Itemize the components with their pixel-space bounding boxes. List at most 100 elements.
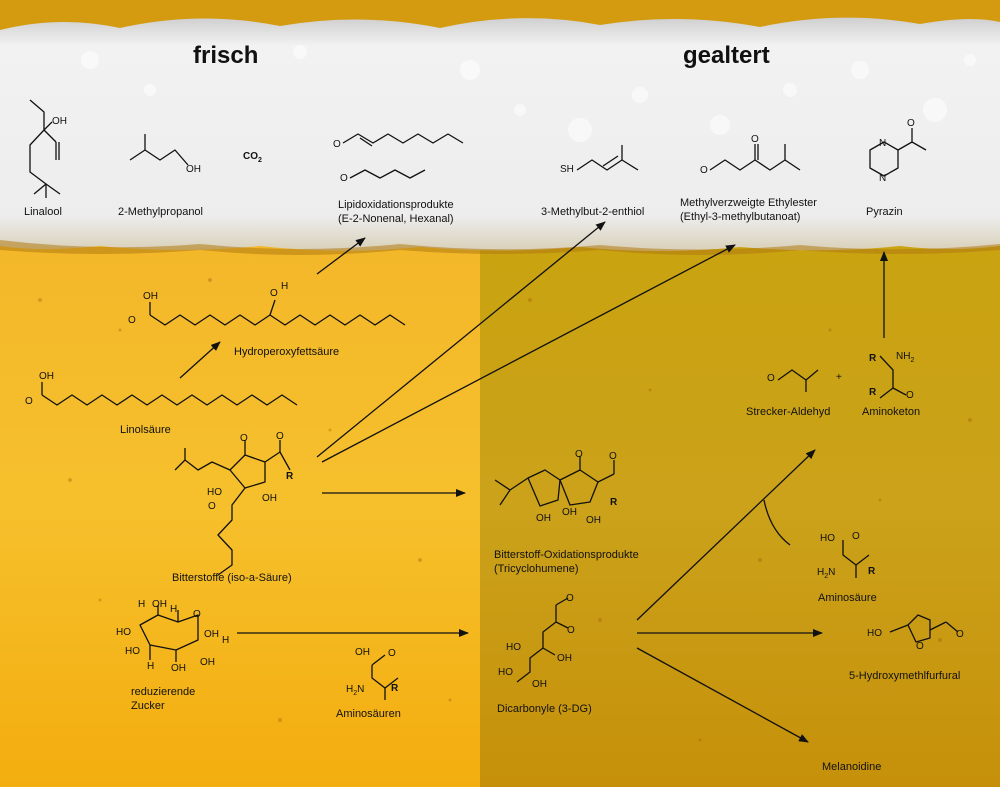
- label-bitter: Bitterstoffe (iso-a-Säure): [172, 572, 292, 584]
- atom-o: O: [25, 396, 33, 407]
- atom-sh: SH: [560, 164, 574, 175]
- arrow-aminosaeure-curve: [763, 499, 791, 546]
- label-methylpropanol: 2-Methylpropanol: [118, 206, 203, 218]
- atom-o: O: [907, 118, 915, 129]
- atom-r: R: [869, 353, 877, 364]
- atom-r: R: [391, 683, 399, 694]
- atom-o: O: [566, 593, 574, 604]
- atom-o: O: [276, 431, 284, 442]
- linol-structure: [41, 382, 298, 406]
- atom-h: H: [147, 661, 155, 672]
- atom-o: O: [852, 531, 860, 542]
- atom-oh: OH: [204, 629, 219, 640]
- atom-ho: HO: [125, 646, 140, 657]
- label-dicarbonyl: Dicarbonyle (3-DG): [497, 703, 592, 715]
- atom-o: O: [388, 648, 396, 659]
- linalool-structure: [29, 99, 61, 198]
- atom-oh: OH: [557, 653, 572, 664]
- atom-o: O: [340, 173, 348, 184]
- aminosaeure-structure: [842, 540, 870, 578]
- atom-oh: OH: [262, 493, 277, 504]
- atom-oh: OH: [171, 663, 186, 674]
- atom-r: R: [286, 471, 294, 482]
- hydroperoxy-structure: [149, 299, 406, 326]
- atom-o: O: [700, 165, 708, 176]
- atom-n: N: [879, 173, 887, 184]
- bitter-ox-structure: [494, 456, 615, 507]
- label-sugar-line1: reduzierende: [131, 686, 196, 698]
- arrow-hydroperoxy-to-lipid: [316, 237, 366, 275]
- atom-ho: HO: [207, 487, 222, 498]
- header-fresh: frisch: [193, 42, 259, 69]
- methylpropanol-structure: [129, 134, 189, 166]
- label-aminoketon: Aminoketon: [862, 406, 921, 418]
- atom-h2n: H2N: [817, 567, 836, 580]
- arrow-linol-to-hydroperoxy: [179, 341, 221, 379]
- label-sugar-line2: Zucker: [131, 700, 165, 712]
- header-aged: gealtert: [683, 42, 770, 69]
- co2-formula: CO2: [243, 151, 262, 164]
- label-hydroperoxy: Hydroperoxyfettsäure: [234, 346, 340, 358]
- atom-o: O: [193, 609, 201, 620]
- bitter-structure: [174, 440, 291, 576]
- atom-o-oh: O: [270, 288, 278, 299]
- arrow-bitter-to-thiol: [316, 221, 606, 458]
- sugar-structure: [139, 605, 199, 662]
- atom-o: O: [128, 315, 136, 326]
- atom-ho: HO: [867, 628, 882, 639]
- amino-acids-structure: [371, 654, 399, 700]
- arrow-dicarbonyl-to-strecker: [636, 449, 816, 621]
- label-hmf: 5-Hydroxymethlfurfural: [849, 670, 961, 682]
- atom-h: H: [138, 599, 146, 610]
- atom-r: R: [869, 387, 877, 398]
- atom-oh: OH: [562, 507, 577, 518]
- arrow-bitter-to-ester: [321, 244, 736, 463]
- atom-nh2: NH2: [896, 351, 915, 364]
- atom-oh: OH: [39, 371, 54, 382]
- atom-ho: HO: [820, 533, 835, 544]
- atom-o: O: [956, 629, 964, 640]
- atom-oh: OH: [152, 599, 167, 610]
- atom-oh: OH: [200, 657, 215, 668]
- strecker-structure: [777, 369, 819, 392]
- atom-h: H: [281, 281, 289, 292]
- label-linalool: Linalool: [24, 206, 62, 218]
- label-thiol: 3-Methylbut-2-enthiol: [541, 206, 645, 218]
- label-lipid-line2: (E-2-Nonenal, Hexanal): [338, 213, 454, 225]
- atom-oh: OH: [536, 513, 551, 524]
- label-pyrazin: Pyrazin: [866, 206, 903, 218]
- pyrazin-structure: [869, 128, 927, 177]
- atom-ho: HO: [506, 642, 521, 653]
- arrow-dicarbonyl-to-melanoidine: [636, 647, 809, 743]
- thiol-structure: [576, 145, 639, 171]
- atom-o: O: [751, 134, 759, 145]
- atom-oh: OH: [143, 291, 158, 302]
- aminoketon-structure: [879, 355, 907, 399]
- label-strecker: Strecker-Aldehyd: [746, 406, 831, 418]
- atom-oh: OH: [532, 679, 547, 690]
- dicarbonyl-structure: [516, 597, 569, 683]
- label-lipid-line1: Lipidoxidationsprodukte: [338, 199, 454, 211]
- atom-oh: OH: [186, 164, 201, 175]
- atom-o: O: [609, 451, 617, 462]
- atom-o: O: [767, 373, 775, 384]
- label-amino-acids: Aminosäuren: [336, 708, 401, 720]
- label-linol: Linolsäure: [120, 424, 171, 436]
- atom-o: O: [575, 449, 583, 460]
- atom-n: N: [879, 138, 887, 149]
- nonenal-structure: [342, 133, 464, 147]
- atom-o: O: [333, 139, 341, 150]
- atom-ho: HO: [116, 627, 131, 638]
- atom-h: H: [222, 635, 230, 646]
- atom-o: O: [208, 501, 216, 512]
- atom-r: R: [868, 566, 876, 577]
- hmf-structure: [889, 614, 959, 643]
- plus-sign: +: [836, 372, 842, 383]
- atom-h2n: H2N: [346, 684, 365, 697]
- label-ester-line1: Methylverzweigte Ethylester: [680, 197, 817, 209]
- atom-r: R: [610, 497, 618, 508]
